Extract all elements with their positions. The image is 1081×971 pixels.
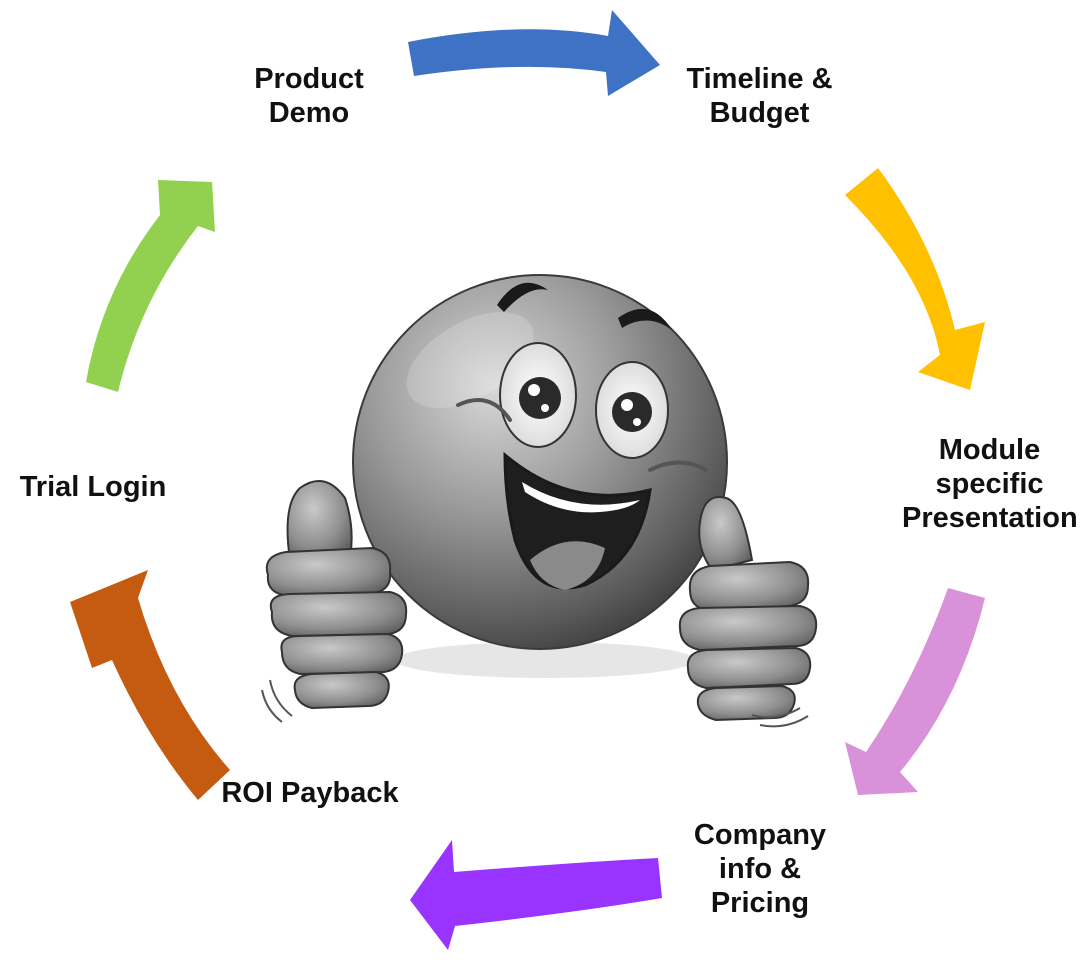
step-module-presentation: Module specific Presentation [902, 433, 1078, 535]
cycle-arrows [70, 10, 985, 950]
step-company-pricing: Company info & Pricing [680, 818, 840, 920]
arrow-green [86, 180, 215, 392]
smiley-thumbs-up-icon [261, 274, 818, 728]
step-module-presentation-line-1: Module [938, 434, 1041, 466]
step-trial-login: Trial Login [4, 470, 182, 504]
arrow-yellow [845, 168, 985, 390]
step-product-demo-line-2: Demo [268, 97, 350, 129]
step-timeline-budget-line-1: Timeline & [686, 63, 833, 95]
step-company-pricing-line-3: Pricing [710, 887, 810, 919]
step-trial-login-line-1: Trial Login [19, 471, 167, 503]
step-company-pricing-line-2: info & [718, 853, 802, 885]
step-module-presentation-line-2: specific [935, 468, 1044, 500]
step-roi-payback: ROI Payback [210, 776, 410, 810]
arrow-blue [408, 10, 660, 96]
step-module-presentation-line-3: Presentation [902, 502, 1078, 534]
step-product-demo-line-1: Product [254, 63, 364, 95]
left-thumb-hand [261, 479, 408, 723]
arrow-pink [845, 588, 985, 795]
step-product-demo: Product Demo [244, 62, 374, 130]
arrow-purple [410, 840, 662, 950]
step-company-pricing-line-1: Company [693, 819, 827, 851]
step-roi-payback-line-1: ROI Payback [221, 777, 399, 809]
step-timeline-budget: Timeline & Budget [672, 62, 847, 130]
right-thumb-hand [678, 496, 818, 728]
right-eyebrow [618, 308, 672, 330]
step-timeline-budget-line-2: Budget [709, 97, 810, 129]
arrow-orange [70, 570, 230, 800]
left-eyebrow [497, 282, 548, 312]
